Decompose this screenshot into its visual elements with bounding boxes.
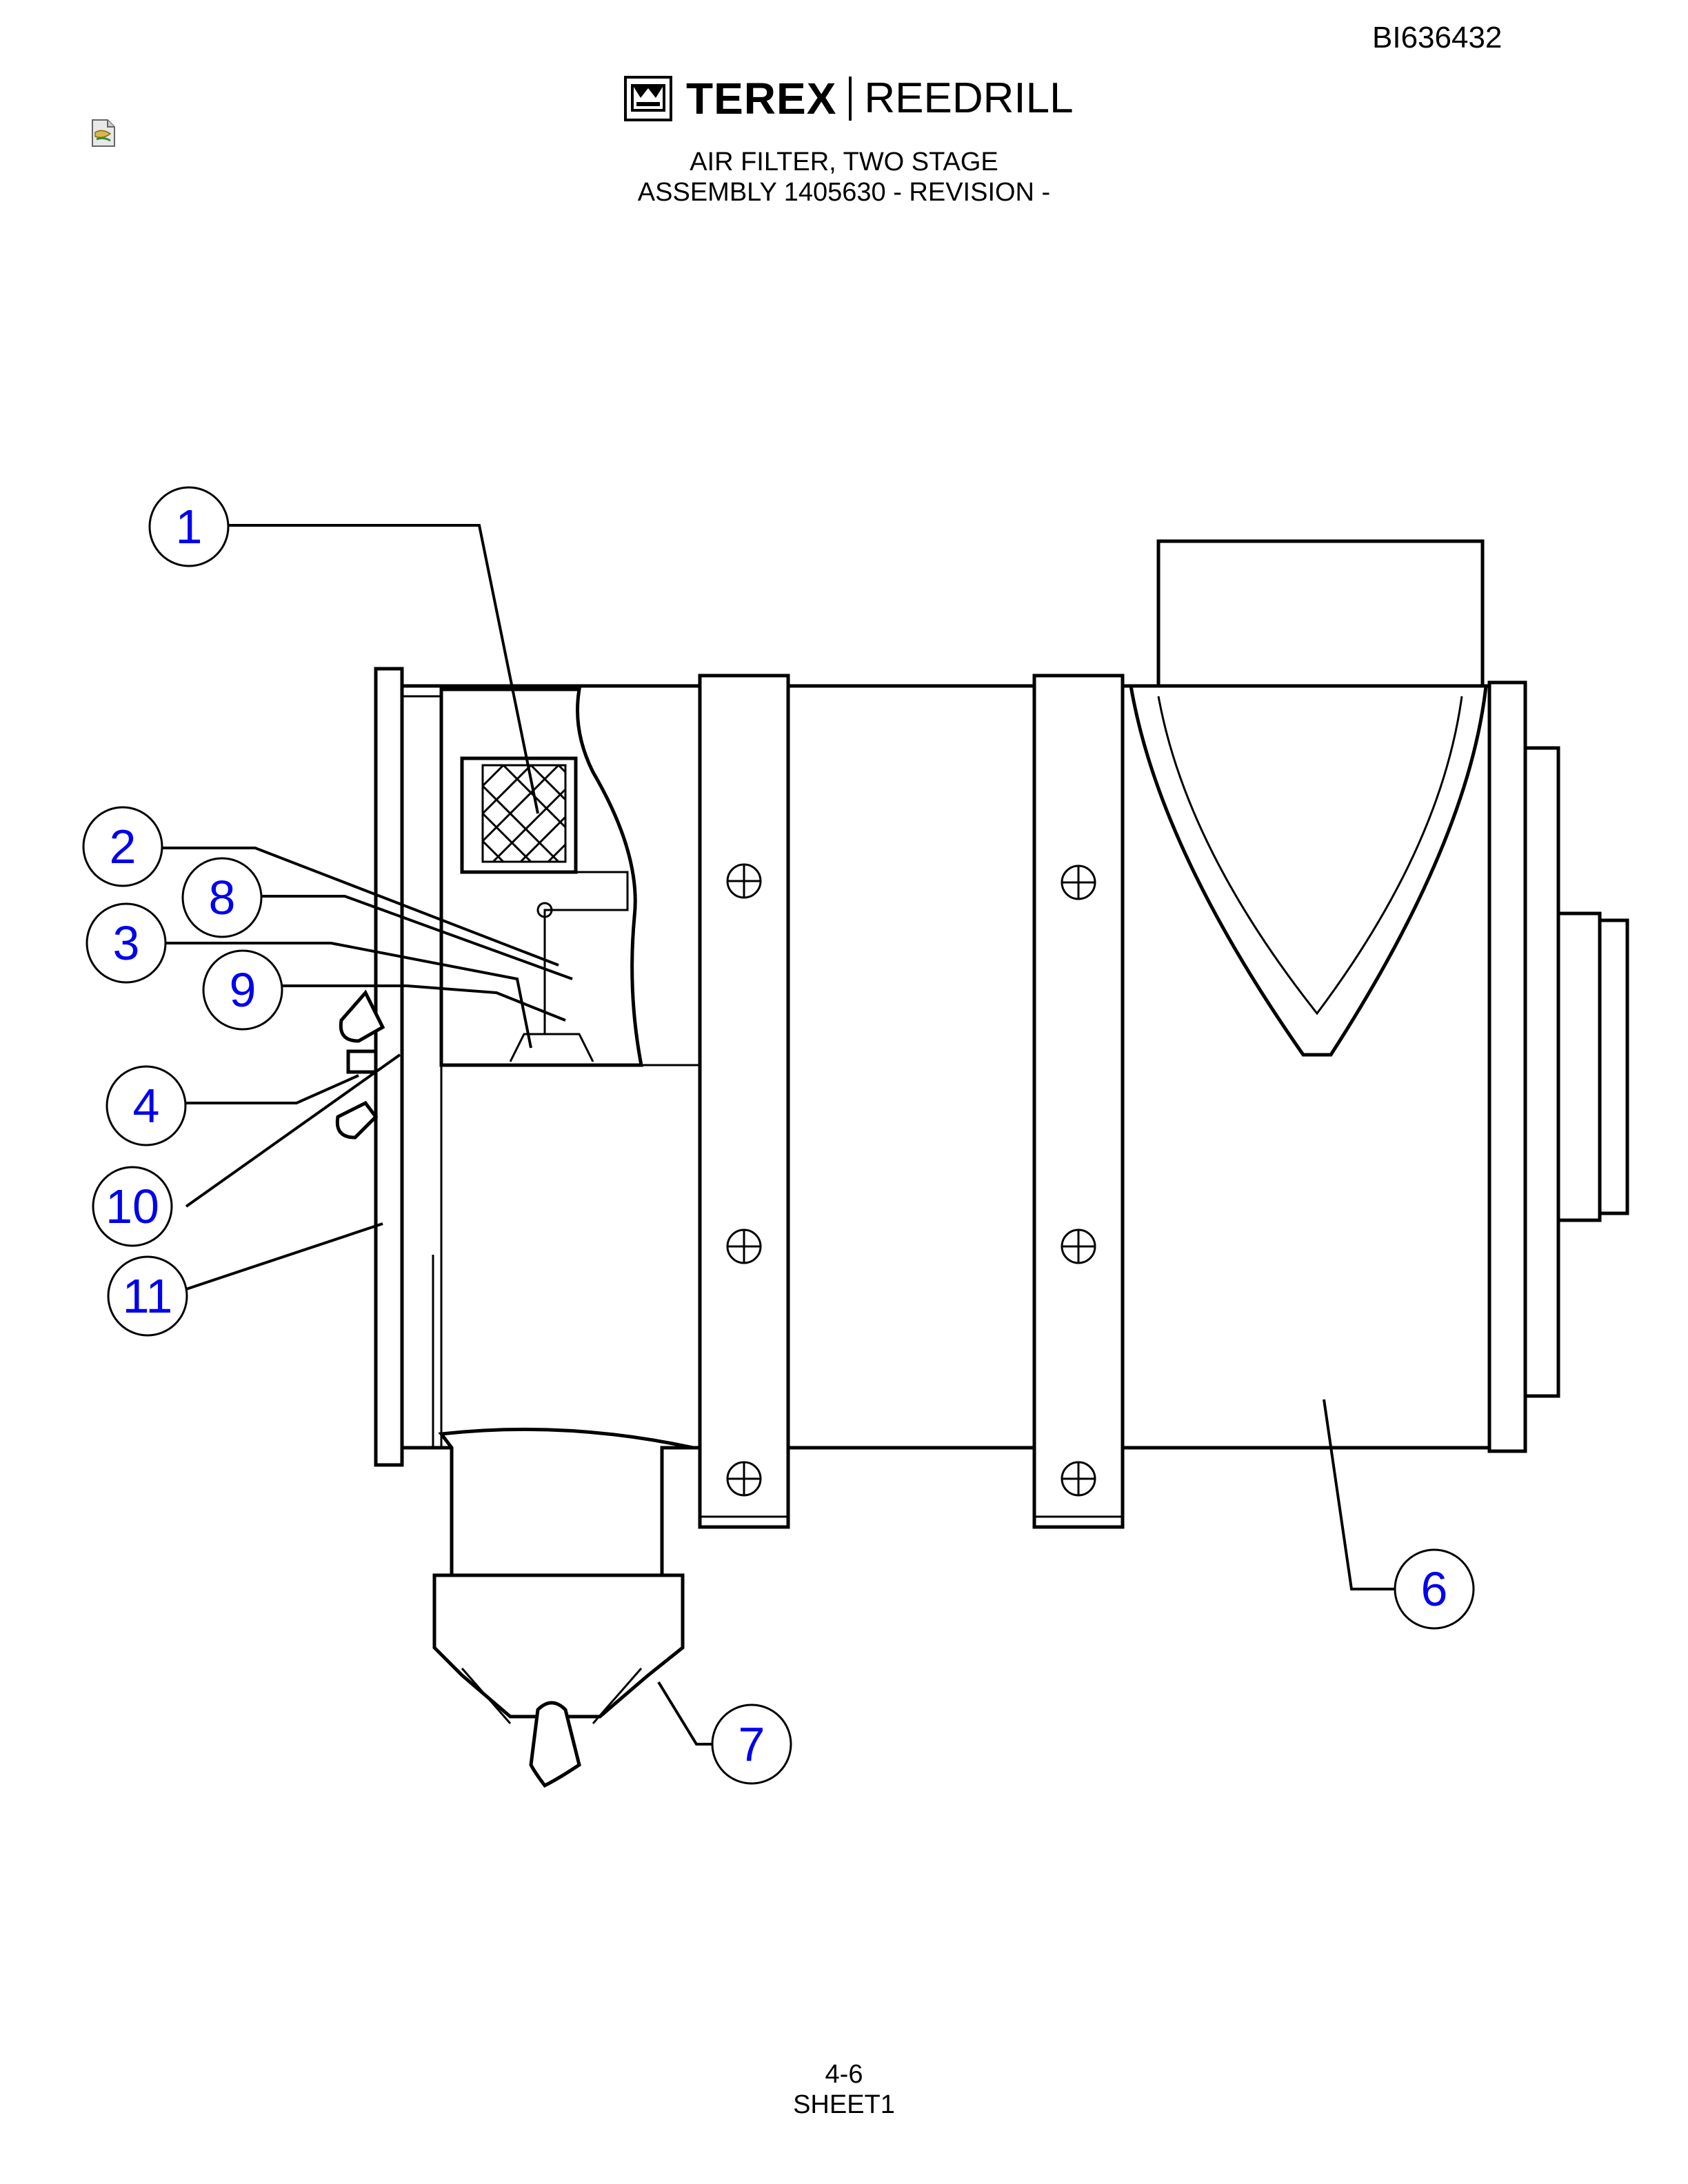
primary-filter-element — [460, 756, 578, 874]
leader-2 — [162, 847, 559, 967]
strap-left — [698, 674, 790, 1529]
end-plate — [1487, 680, 1527, 1453]
sheet-label: SHEET1 — [793, 2090, 895, 2119]
callout-10: 10 — [92, 1166, 173, 1247]
callout-label-11: 11 — [123, 1269, 173, 1323]
inlet-cone — [1129, 684, 1488, 1057]
callout-label-4: 4 — [133, 1079, 160, 1133]
drawing-title: AIR FILTER, TWO STAGE — [690, 148, 998, 176]
callout-8: 8 — [181, 857, 263, 938]
logo-sub: REEDRILL — [864, 74, 1074, 122]
leader-7 — [657, 1681, 717, 1746]
logo-separator — [849, 77, 852, 121]
callout-2: 2 — [82, 806, 163, 887]
callout-1: 1 — [148, 486, 230, 567]
wing-nut-upper — [339, 989, 385, 1043]
drawing-subtitle: ASSEMBLY 1405630 - REVISION - — [637, 178, 1051, 207]
leader-3 — [159, 942, 532, 1049]
leader-10 — [185, 1053, 401, 1208]
stud — [346, 1049, 378, 1074]
callout-7: 7 — [711, 1703, 792, 1785]
leader-6 — [1323, 1399, 1400, 1590]
leader-11 — [185, 1222, 383, 1291]
terex-crown-icon — [624, 76, 672, 121]
callout-label-9: 9 — [230, 963, 257, 1017]
callout-label-3: 3 — [113, 916, 140, 970]
dust-cup-neck — [438, 1427, 694, 1577]
page-number: 4-6 — [825, 2060, 863, 2089]
logo-brand: TEREX — [686, 74, 837, 123]
strap-bolts — [726, 863, 1096, 1497]
outlet-duct — [1156, 539, 1485, 698]
callout-3: 3 — [86, 902, 167, 984]
dust-cup — [432, 1573, 685, 1719]
callout-label-6: 6 — [1421, 1562, 1448, 1616]
callout-label-2: 2 — [110, 820, 137, 873]
callout-11: 11 — [107, 1255, 188, 1337]
vacuator-valve — [529, 1701, 581, 1788]
callout-4: 4 — [106, 1065, 187, 1146]
leader-4 — [186, 1074, 359, 1104]
callout-label-1: 1 — [176, 500, 203, 554]
callout-label-10: 10 — [106, 1180, 159, 1233]
callout-6: 6 — [1394, 1548, 1475, 1630]
document-icon[interactable] — [91, 119, 116, 148]
strap-right — [1032, 674, 1125, 1529]
terex-reedrill-logo: TEREX REEDRILL — [624, 74, 1074, 123]
leader-1 — [228, 524, 539, 814]
wing-nut-lower — [335, 1100, 379, 1140]
callout-label-7: 7 — [738, 1717, 765, 1771]
callout-label-8: 8 — [209, 871, 236, 924]
leader-9 — [276, 984, 566, 1022]
callout-9: 9 — [202, 949, 283, 1031]
document-id: BI636432 — [1372, 21, 1503, 54]
leader-8 — [262, 895, 573, 980]
cover-plate — [374, 667, 404, 1467]
